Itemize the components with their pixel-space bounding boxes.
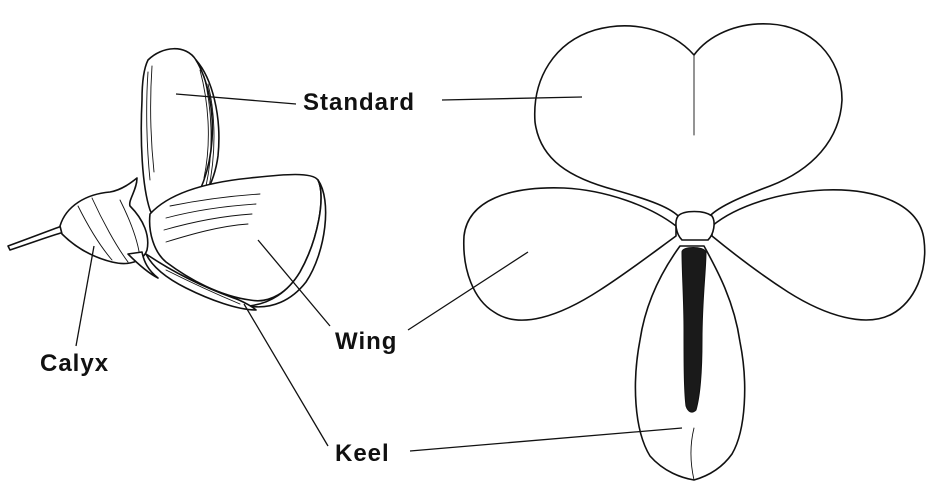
dissected-view — [464, 24, 925, 480]
label-keel: Keel — [335, 442, 390, 466]
dissected-right-wing — [712, 190, 925, 320]
leader-keel-right — [410, 428, 682, 451]
label-standard: Standard — [303, 91, 415, 115]
leader-keel-left — [244, 304, 328, 446]
label-wing: Wing — [335, 330, 397, 354]
dissected-claw — [676, 212, 714, 241]
leader-calyx — [76, 246, 94, 346]
side-stem — [8, 226, 64, 250]
side-calyx — [60, 178, 148, 264]
side-view-flower — [8, 49, 326, 310]
label-calyx: Calyx — [40, 352, 109, 376]
dissected-left-wing — [464, 188, 676, 320]
